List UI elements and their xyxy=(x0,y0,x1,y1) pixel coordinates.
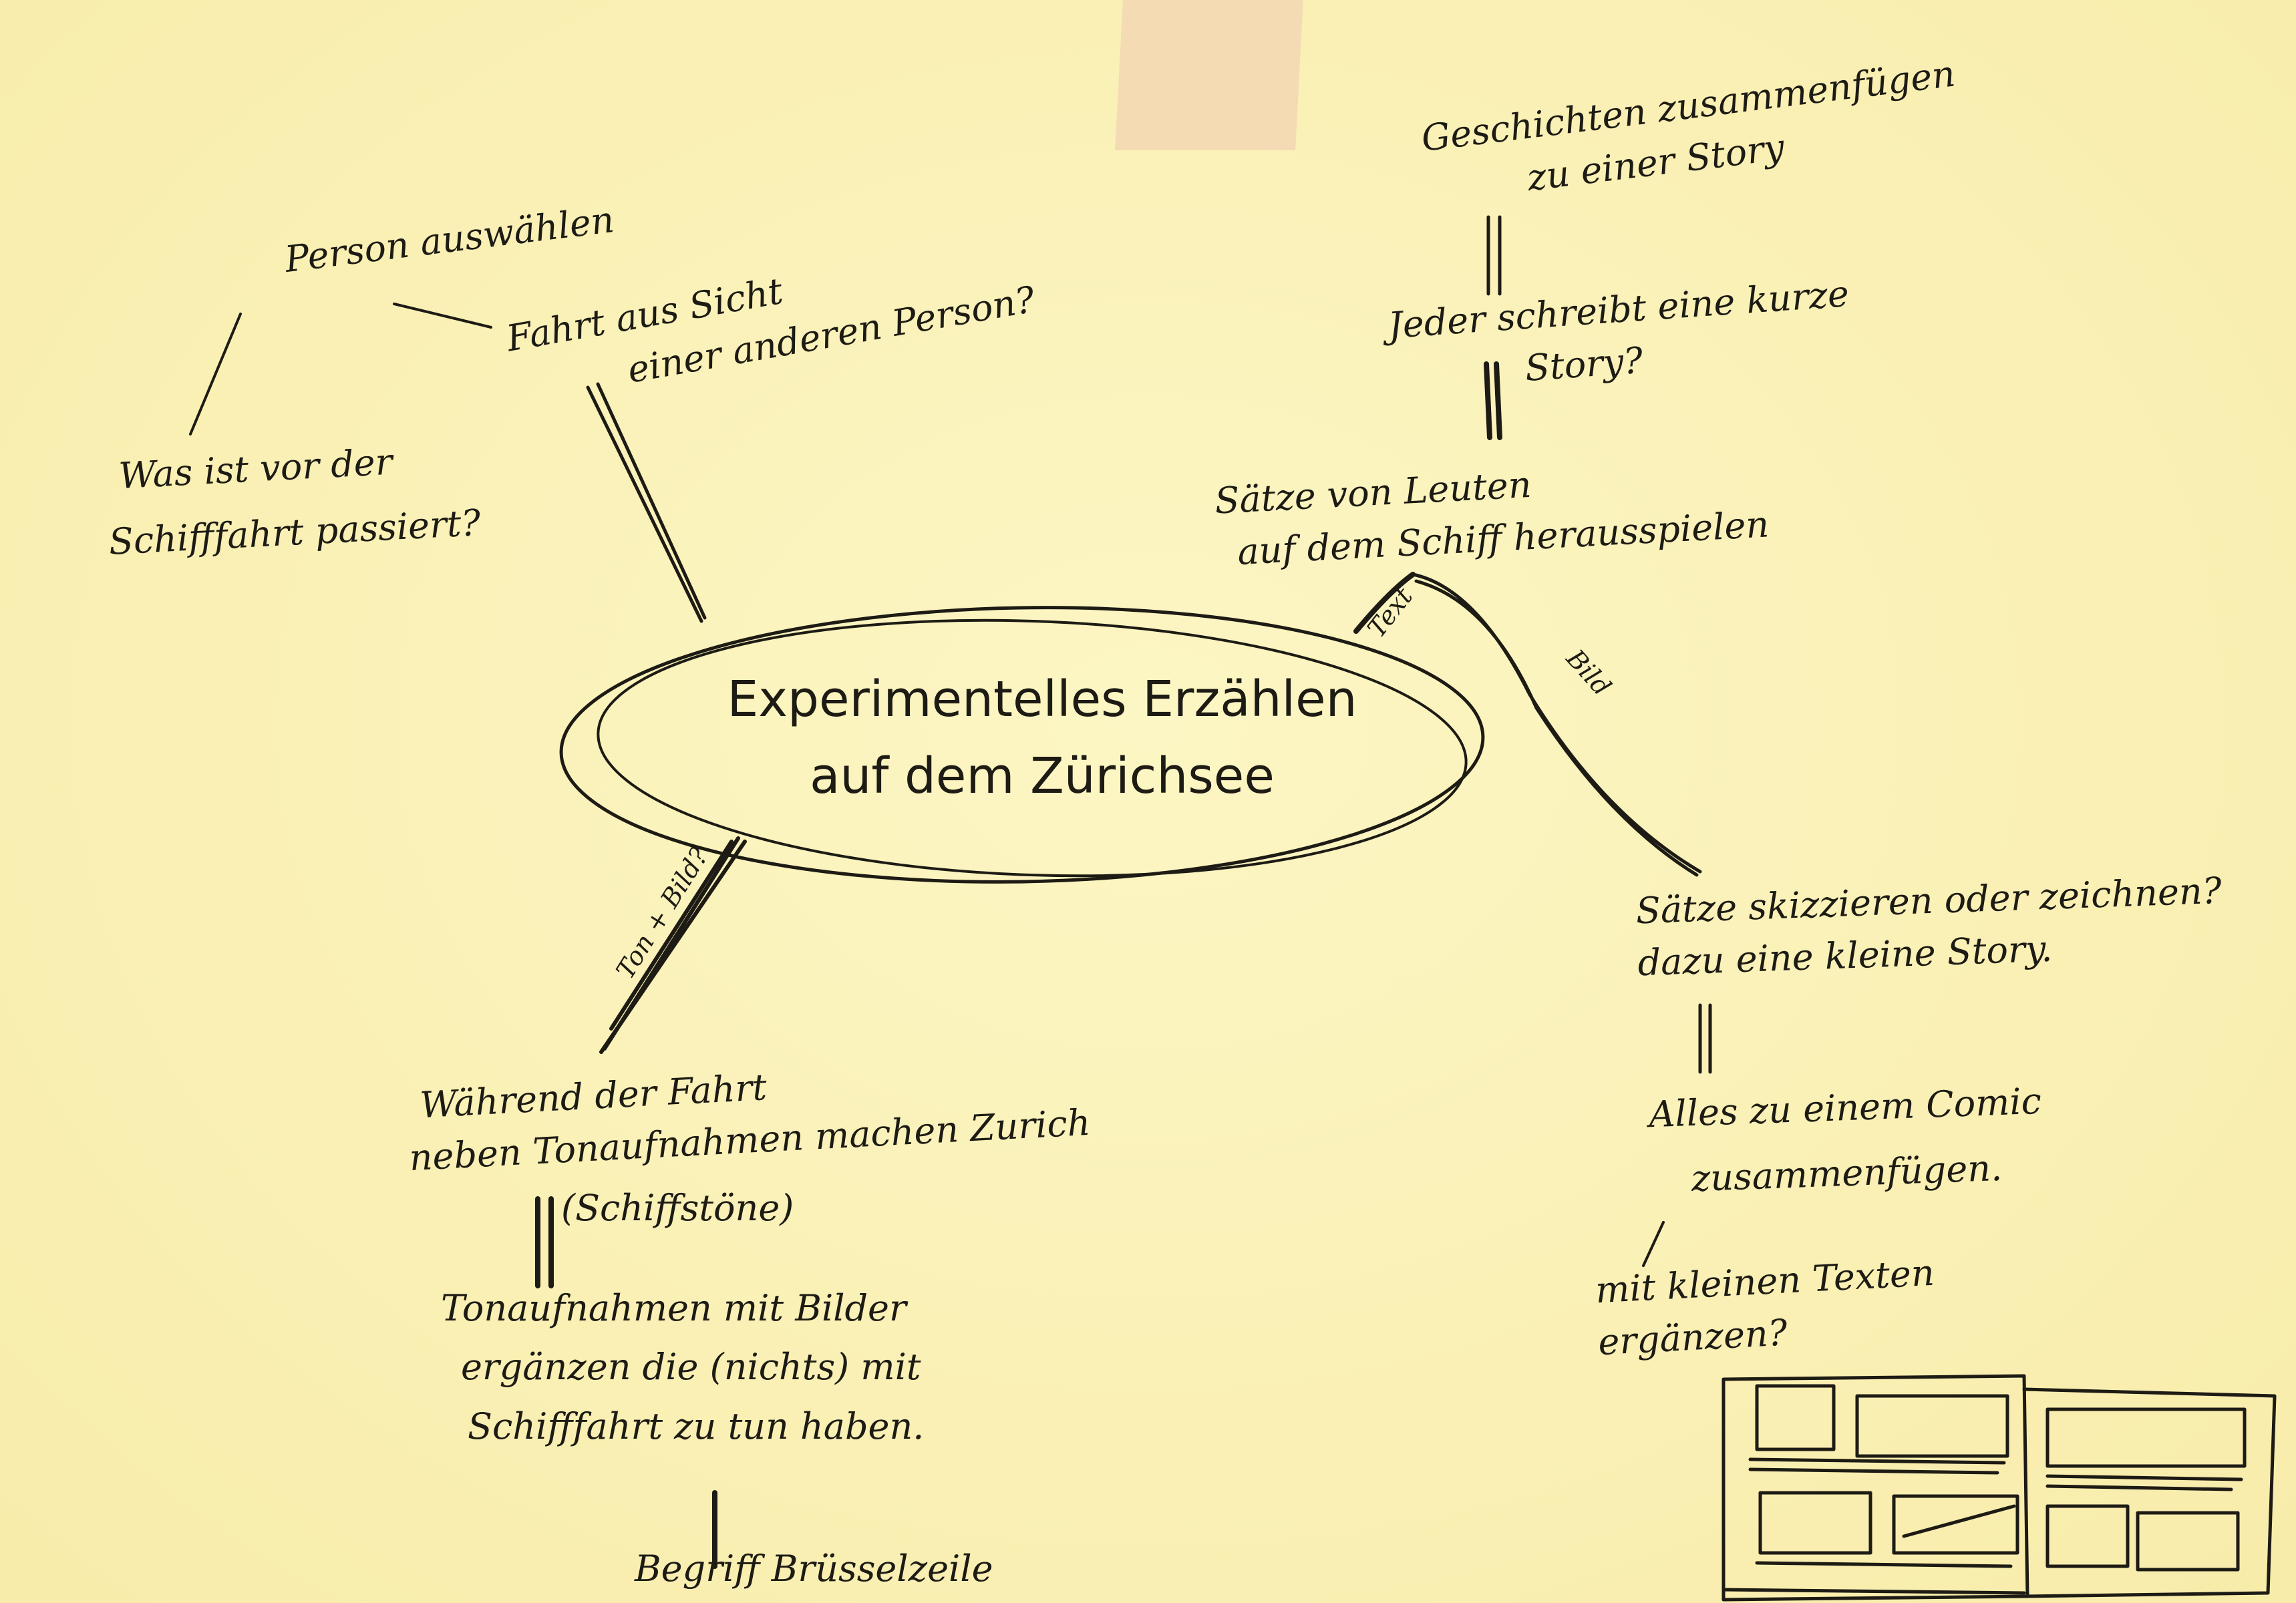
note-combine-images-line-3: Schifffahrt zu tun haben. xyxy=(468,1405,925,1447)
note-combine-images-line-1: Tonaufnahmen mit Bilder xyxy=(441,1287,907,1329)
connector-comic xyxy=(1698,1003,1712,1074)
connector-select xyxy=(393,303,492,329)
center-title-line-1: Experimentelles Erzählen xyxy=(727,671,1357,728)
center-title: Experimentelles Erzählen auf dem Zürichs… xyxy=(641,661,1443,814)
note-small-texts: mit kleinen Texten ergänzen? xyxy=(1594,1247,1938,1369)
note-comic: Alles zu einem Comic zusammenfügen. xyxy=(1648,1075,2044,1207)
connector-top-left xyxy=(586,382,707,623)
connector-texts xyxy=(1642,1221,1665,1267)
note-before-trip: Was ist vor der Schifffahrt passiert? xyxy=(108,431,482,568)
center-ellipse-outer xyxy=(559,606,1485,884)
connector-bottom-left xyxy=(599,836,747,1054)
center-ellipse-inner xyxy=(597,618,1468,878)
connector-write xyxy=(1484,361,1502,440)
connector-image xyxy=(1411,572,1702,877)
note-bottom-text: Begriff Brüsselzeile xyxy=(635,1548,993,1590)
comic-sketch xyxy=(1721,1374,2277,1602)
note-bottom: Begriff Brüsselzeile xyxy=(635,1543,993,1595)
connector-assemble xyxy=(1486,215,1502,296)
note-ship-sounds-text: (Schiffstöne) xyxy=(561,1187,794,1229)
note-ship-sounds: (Schiffstöne) xyxy=(561,1182,794,1234)
connector-during xyxy=(535,1196,554,1288)
note-sketch-sentences: Sätze skizzieren oder zeichnen? dazu ein… xyxy=(1635,865,2225,990)
note-combine-images-line-2: ergänzen die (nichts) mit xyxy=(461,1346,921,1389)
note-combine-images: Tonaufnahmen mit Bilder ergänzen die (ni… xyxy=(441,1282,924,1453)
center-title-line-2: auf dem Zürichsee xyxy=(810,747,1275,805)
connector-before xyxy=(189,313,242,435)
connector-text xyxy=(1353,572,1416,634)
